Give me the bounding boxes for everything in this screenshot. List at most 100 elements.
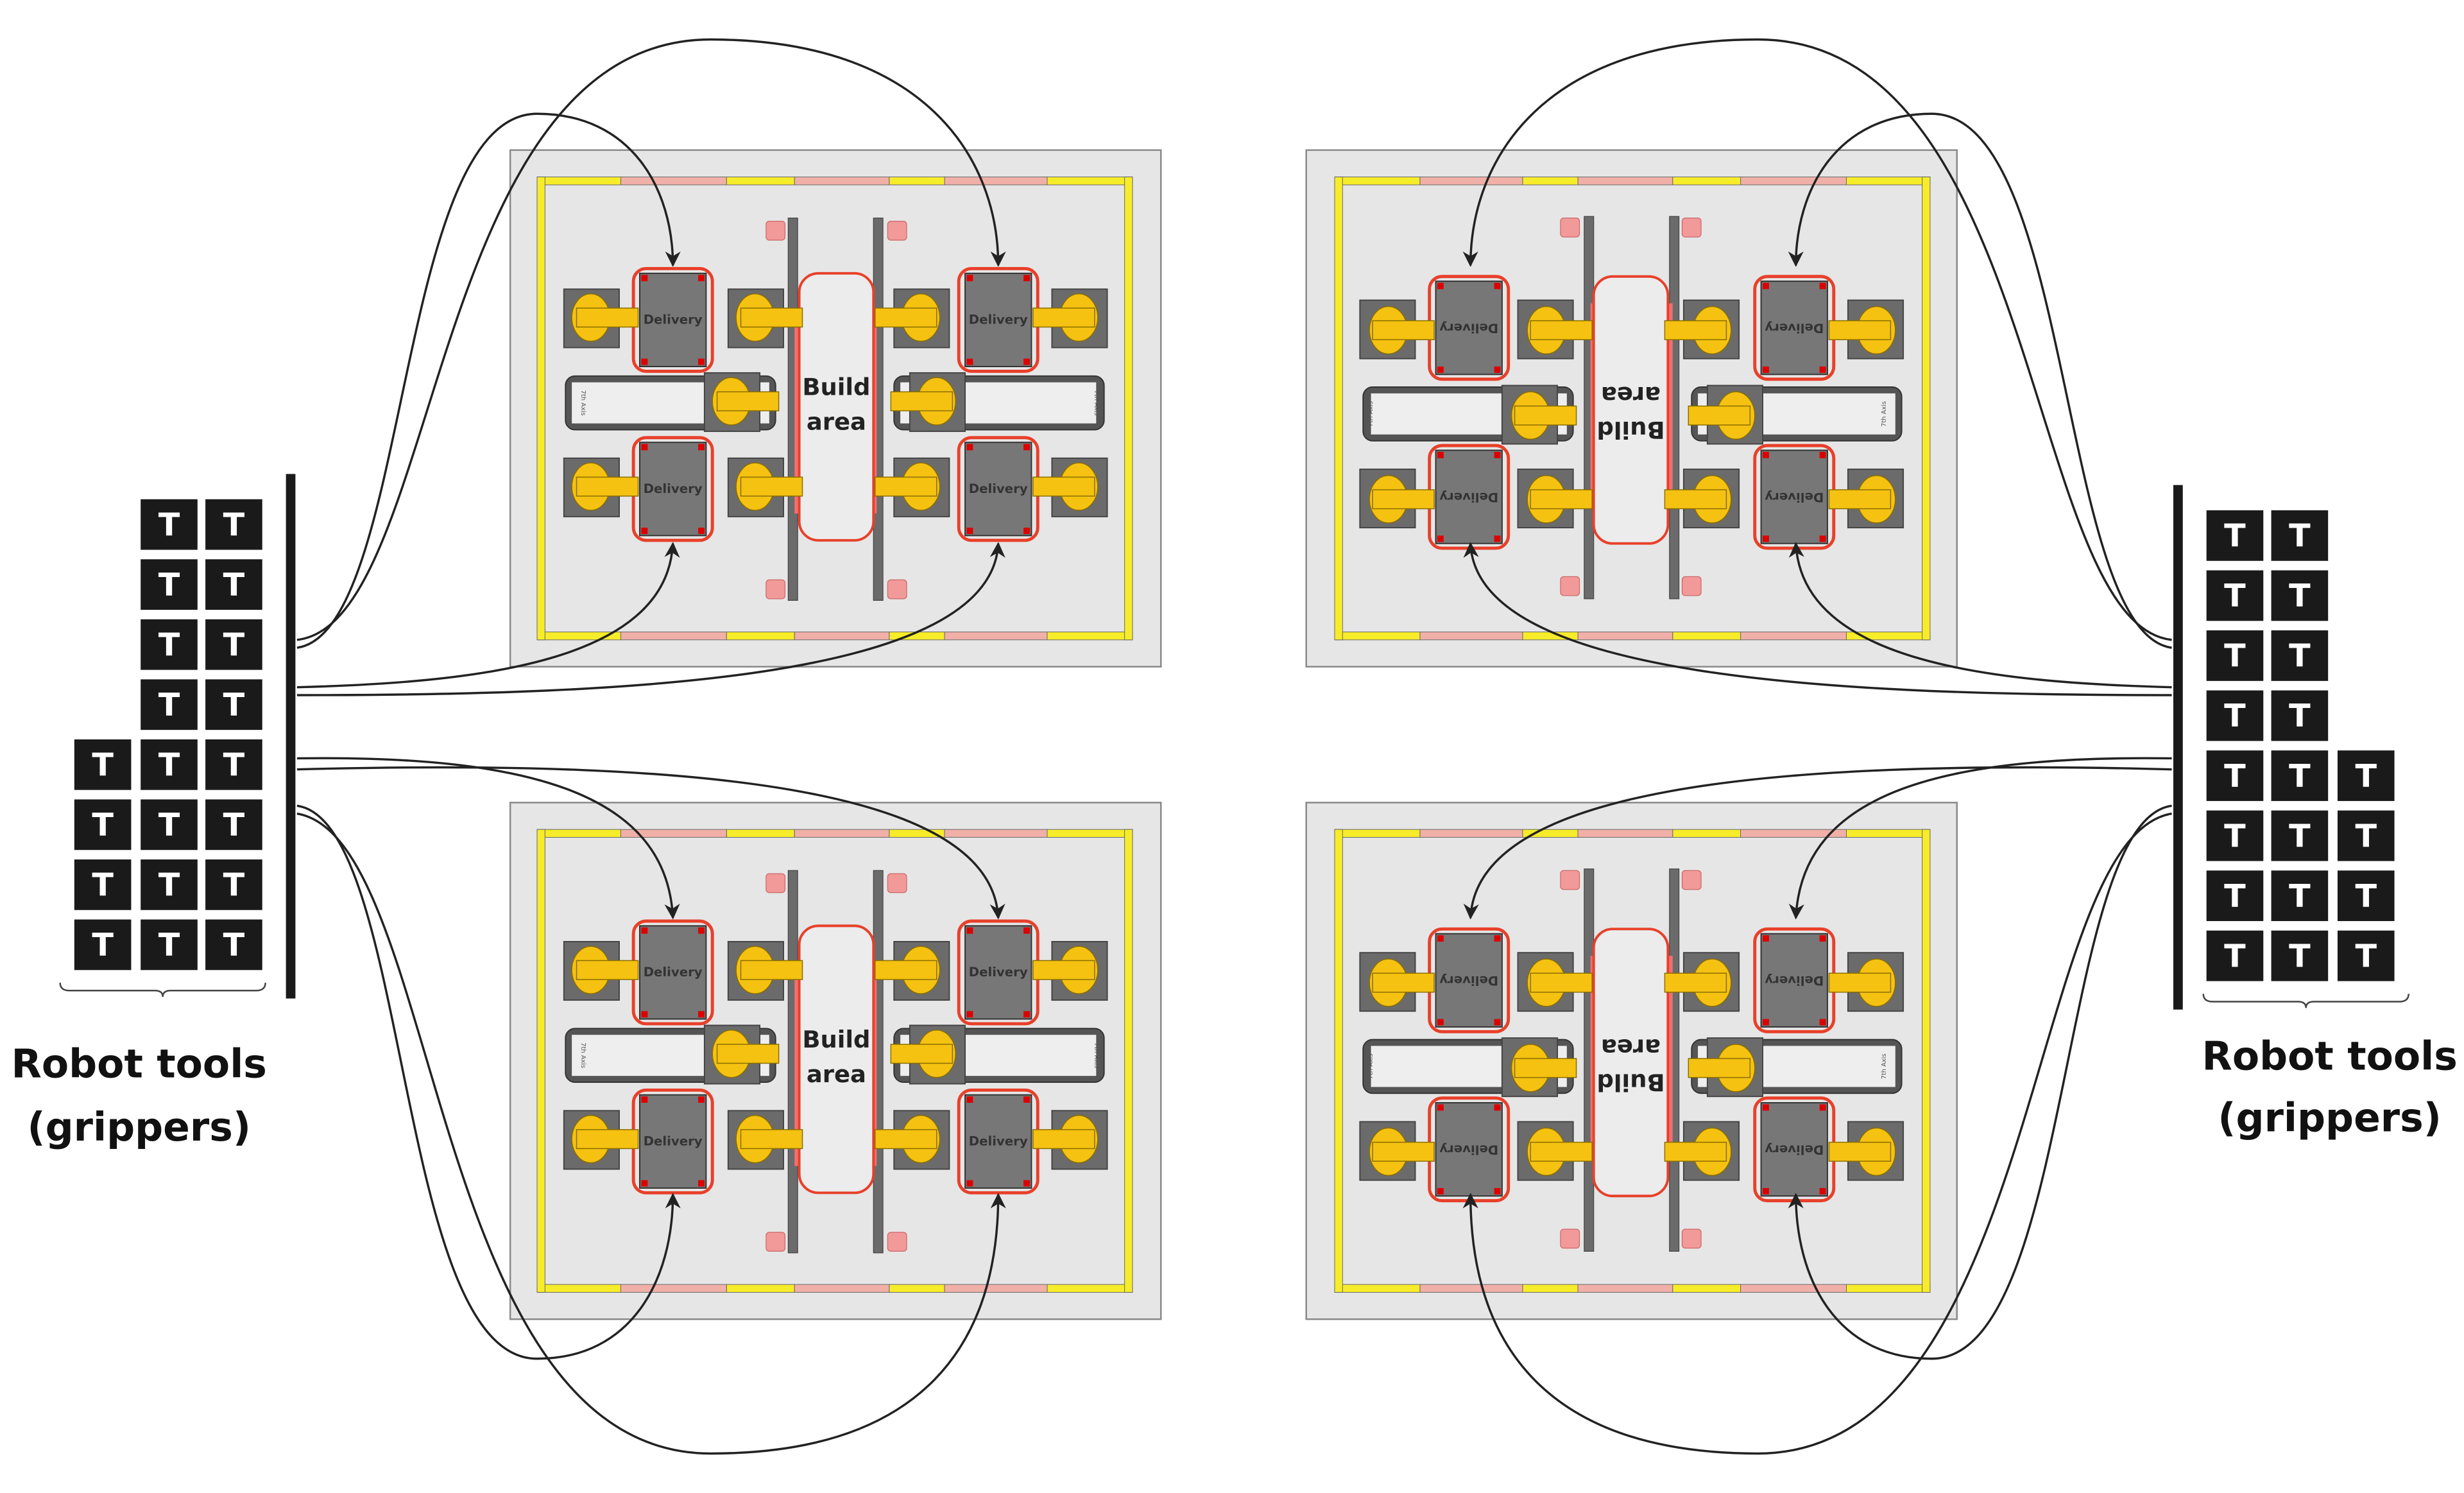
robot-arm: [1664, 952, 1740, 1012]
robot-link: [1372, 1141, 1435, 1162]
build-area-label-line2: area: [1601, 1034, 1661, 1062]
fixture-pin: [1494, 1187, 1501, 1195]
delivery-station: Delivery: [957, 1088, 1040, 1195]
delivery-label: Delivery: [1439, 490, 1498, 505]
gripper-tool: [205, 499, 262, 550]
gripper-tool: [74, 859, 132, 910]
fixture-pin: [1023, 275, 1030, 282]
gripper-tool-glyph: T: [223, 867, 245, 904]
robot-link: [576, 960, 639, 980]
robot-link: [576, 1129, 639, 1150]
gripper-tool-glyph: T: [92, 806, 114, 843]
robot-arm: [1517, 469, 1593, 529]
fixture-pin: [1763, 282, 1769, 289]
robot-arm: [1664, 1121, 1740, 1181]
fixture-pin: [1819, 1187, 1826, 1195]
gripper-tool-glyph: T: [2355, 817, 2377, 854]
rail-end-stop: [1681, 576, 1702, 596]
delivery-station: Delivery: [957, 266, 1040, 373]
robot-arm: [1359, 1121, 1435, 1181]
safety-fence-segment: [1334, 177, 1421, 186]
delivery-label: Delivery: [1439, 1142, 1498, 1157]
rail-carriage-left: [794, 307, 801, 513]
seventh-axis-label: 7th Axis: [1093, 390, 1100, 416]
delivery-table: [638, 1094, 707, 1189]
robot-link: [874, 960, 937, 980]
robot-arm: [874, 288, 950, 349]
track-rail: [1756, 393, 1895, 435]
robot-arm: [727, 1110, 803, 1170]
robot-arm: [563, 288, 639, 349]
build-area: [1592, 275, 1670, 545]
gripper-tool: [2206, 510, 2264, 561]
safety-fence-side: [1922, 829, 1931, 1293]
gripper-tool-glyph: T: [92, 867, 114, 904]
seventh-axis-label: 7th Axis: [1881, 1053, 1888, 1079]
tool-change-arrow: [1463, 766, 2172, 920]
robot-link: [1828, 320, 1892, 340]
delivery-label: Delivery: [1765, 321, 1824, 336]
robot-link: [1032, 1129, 1095, 1150]
fixture-pin: [1494, 535, 1501, 542]
gripper-tool: [141, 619, 198, 670]
robot-arm: [1032, 940, 1108, 1001]
robot-link: [1372, 489, 1435, 510]
robot-arm: [1501, 384, 1577, 445]
fixture-pin: [966, 927, 973, 934]
robot-cells: BuildareaDeliveryDeliveryDeliveryDeliver…: [509, 149, 1958, 1320]
rail-carriage-left: [1666, 956, 1673, 1162]
robot-arm: [1664, 469, 1740, 529]
robot-arm: [1359, 299, 1435, 359]
gripper-tool-glyph: T: [2224, 757, 2246, 795]
tool-change-arrow: [296, 542, 1005, 696]
seventh-axis-label: 7th Axis: [1367, 401, 1374, 427]
gripper-tool-glyph: T: [223, 926, 245, 963]
robot-link: [874, 476, 937, 497]
fixture-pin: [1763, 451, 1769, 458]
tool-change-arrow: [296, 804, 681, 1360]
delivery-label: Delivery: [1439, 973, 1498, 988]
fixture-pin: [1023, 1011, 1030, 1018]
delivery-label: Delivery: [644, 481, 703, 496]
safety-fence-segment: [1577, 1284, 1673, 1293]
gripper-tool: [205, 619, 262, 670]
fixture-pin: [1819, 535, 1826, 542]
gripper-tool: [2206, 810, 2264, 861]
gripper-tool: [2206, 870, 2264, 921]
delivery-station: Delivery: [631, 919, 714, 1026]
robot-arm: [1828, 952, 1904, 1012]
robot-arm: [874, 457, 950, 517]
fixture-pin: [966, 275, 973, 282]
tool-rack-bar: [286, 474, 296, 999]
fixture-pin: [698, 1096, 705, 1103]
safety-fence-segment: [1740, 177, 1847, 186]
fixture-pin: [641, 1180, 648, 1187]
tool-group-brace: [2202, 994, 2409, 1008]
robot-arm: [1517, 1121, 1593, 1181]
robot-link: [740, 960, 803, 980]
gripper-tool: [141, 739, 198, 790]
gripper-tool-glyph: T: [2289, 517, 2311, 555]
delivery-table: [1435, 449, 1503, 544]
robot-arm: [1688, 1037, 1764, 1098]
track-rail: [957, 1035, 1097, 1076]
build-area-label-line1: Build: [1596, 416, 1664, 444]
safety-fence-segment: [1672, 177, 1741, 186]
fixture-pin: [698, 444, 705, 451]
safety-fence-segment: [794, 1284, 890, 1293]
robot-arm: [890, 372, 966, 432]
fixture-pin: [966, 528, 973, 534]
rail-carriage-left: [1666, 303, 1673, 509]
safety-fence-segment: [536, 829, 621, 838]
safety-fence-segment: [1047, 829, 1133, 838]
fixture-pin: [1494, 367, 1501, 373]
delivery-table: [1435, 1102, 1503, 1197]
safety-fence-segment: [794, 177, 890, 186]
safety-fence-segment: [889, 1284, 945, 1293]
delivery-table: [964, 925, 1032, 1020]
safety-fence-segment: [1334, 829, 1421, 838]
fixture-pin: [698, 1180, 705, 1187]
rail-end-stop: [887, 1232, 907, 1252]
safety-fence-segment: [944, 829, 1048, 838]
